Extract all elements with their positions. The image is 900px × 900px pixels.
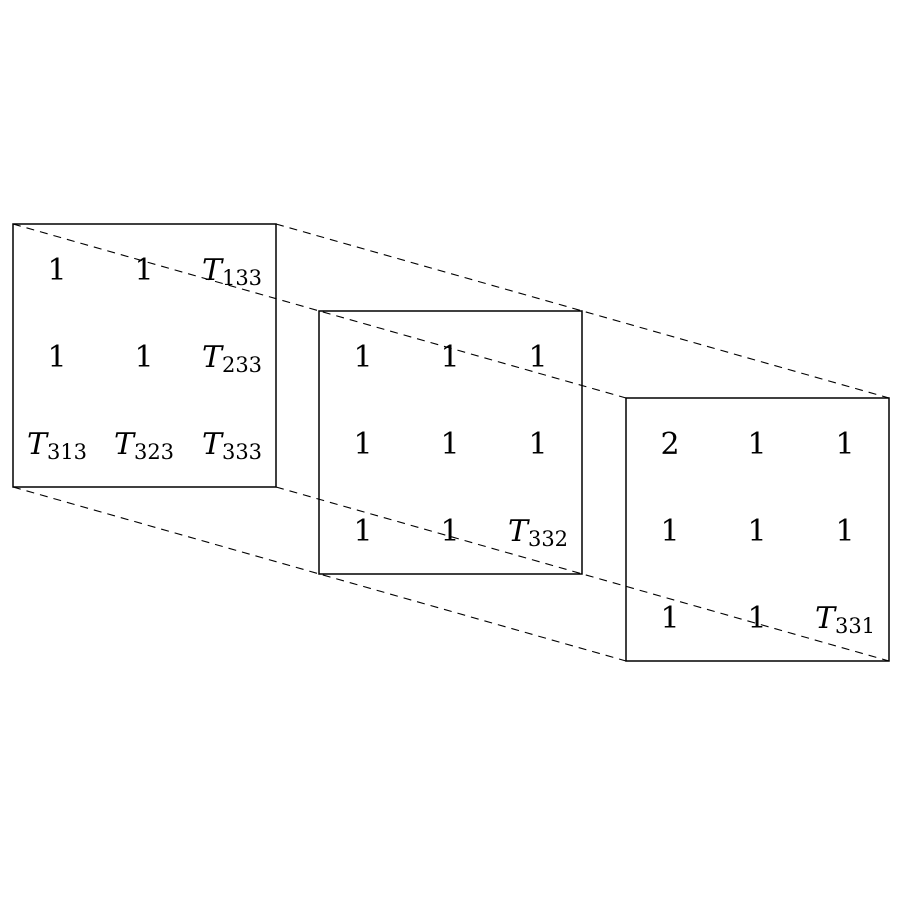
slice-back-cell-r1-c3: 1 bbox=[835, 427, 854, 462]
slice-middle-cell-r1-c1: 1 bbox=[353, 340, 372, 375]
slice-front-cell-r2-c2: 1 bbox=[134, 340, 153, 375]
slice-middle-cell-r3-c3: T332 bbox=[508, 514, 568, 552]
slice-middle-frame bbox=[318, 310, 583, 575]
slice-front-cell-r2-c3: T233 bbox=[202, 340, 262, 378]
slice-frames bbox=[12, 223, 890, 662]
slice-back-cell-r2-c3: 1 bbox=[835, 514, 854, 549]
slice-front-cell-r3-c2: T323 bbox=[114, 427, 174, 465]
slice-front-cell-r3-c3: T333 bbox=[202, 427, 262, 465]
slice-front-cell-r1-c2: 1 bbox=[134, 253, 153, 288]
slice-middle-cell-r1-c3: 1 bbox=[528, 340, 547, 375]
slice-front-cell-r1-c3: T133 bbox=[202, 253, 262, 291]
slice-back-cell-r1-c1: 2 bbox=[660, 427, 679, 462]
slice-back-cell-r2-c2: 1 bbox=[747, 514, 766, 549]
slice-back-cell-r2-c1: 1 bbox=[660, 514, 679, 549]
slice-back-cell-r3-c1: 1 bbox=[660, 601, 679, 636]
slice-front-cell-r3-c1: T313 bbox=[27, 427, 87, 465]
slice-middle-cell-r3-c2: 1 bbox=[440, 514, 459, 549]
slice-middle-cell-r2-c1: 1 bbox=[353, 427, 372, 462]
slice-middle-cell-r2-c3: 1 bbox=[528, 427, 547, 462]
slice-back-cell-r3-c2: 1 bbox=[747, 601, 766, 636]
slice-middle-cell-r2-c2: 1 bbox=[440, 427, 459, 462]
slice-back-cell-r3-c3: T331 bbox=[815, 601, 875, 639]
slice-back-cell-r1-c2: 1 bbox=[747, 427, 766, 462]
slice-middle-cell-r1-c2: 1 bbox=[440, 340, 459, 375]
slice-front-frame bbox=[12, 223, 277, 488]
slice-middle-cell-r3-c1: 1 bbox=[353, 514, 372, 549]
slice-back-frame bbox=[625, 397, 890, 662]
slice-front-cell-r2-c1: 1 bbox=[47, 340, 66, 375]
slice-front-cell-r1-c1: 1 bbox=[47, 253, 66, 288]
